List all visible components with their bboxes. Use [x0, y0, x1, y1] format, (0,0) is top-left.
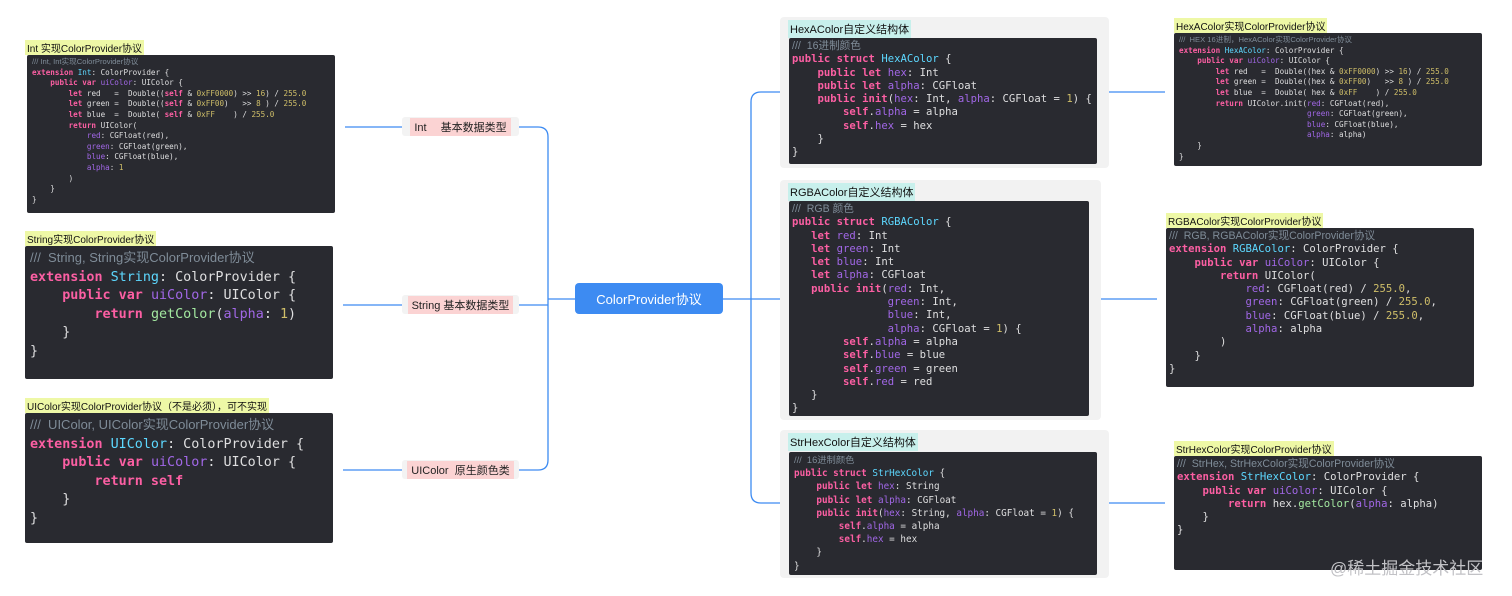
struct-rgba-title: RGBAColor自定义结构体	[788, 183, 916, 201]
code-card-uicolor: /// UIColor, UIColor实现ColorProvider协议 ex…	[25, 413, 333, 543]
code-line: /// RGB 颜色	[792, 203, 854, 215]
code-line: /// HEX 16进制，HexAColor实现ColorProvider协议	[1179, 35, 1353, 44]
code-struct-rgba: /// RGB 颜色 public struct RGBAColor { let…	[789, 201, 1089, 416]
struct-strhex-title: StrHexColor自定义结构体	[788, 433, 918, 451]
struct-hexa-title: HexAColor自定义结构体	[788, 20, 912, 38]
code-line: /// StrHex, StrHexColor实现ColorProvider协议	[1177, 458, 1395, 470]
struct-hexa[interactable]: HexAColor自定义结构体 /// 16进制颜色 public struct…	[780, 17, 1109, 168]
code-line: /// UIColor, UIColor实现ColorProvider协议	[30, 417, 275, 432]
code-struct-strhex: /// 16进制颜色 public struct StrHexColor { p…	[789, 452, 1097, 575]
code-card-strhex: /// StrHex, StrHexColor实现ColorProvider协议…	[1174, 456, 1482, 570]
struct-strhex[interactable]: StrHexColor自定义结构体 /// 16进制颜色 public stru…	[780, 430, 1109, 578]
card-title-uicolor: UIColor实现ColorProvider协议（不是必须），可不实现	[25, 398, 270, 413]
branch-uicolor[interactable]: UIColor 原生颜色类	[402, 460, 519, 479]
code-line: /// 16进制颜色	[794, 455, 855, 465]
code-line: /// 16进制颜色	[792, 40, 861, 52]
branch-string[interactable]: String 基本数据类型	[402, 295, 519, 314]
card-title-int: Int 实现ColorProvider协议	[25, 40, 145, 55]
code-struct-hexa: /// 16进制颜色 public struct HexAColor { pub…	[789, 38, 1097, 164]
branch-int[interactable]: Int 基本数据类型	[402, 117, 519, 136]
card-title-string: String实现ColorProvider协议	[25, 231, 157, 246]
connector-left-trunk	[519, 126, 549, 471]
card-title-hexa: HexAColor实现ColorProvider协议	[1174, 18, 1328, 33]
center-node-label: ColorProvider协议	[596, 292, 702, 307]
code-card-hexa: /// HEX 16进制，HexAColor实现ColorProvider协议 …	[1174, 33, 1482, 166]
code-card-rgba: /// RGB, RGBAColor实现ColorProvider协议 exte…	[1166, 228, 1474, 387]
watermark: @稀土掘金技术社区	[1330, 559, 1484, 578]
code-line: /// String, String实现ColorProvider协议	[30, 250, 255, 265]
branch-string-label: String 基本数据类型	[407, 295, 514, 314]
branch-uicolor-label: UIColor 原生颜色类	[407, 460, 514, 479]
connector-right-trunk	[750, 91, 780, 504]
struct-rgba[interactable]: RGBAColor自定义结构体 /// RGB 颜色 public struct…	[780, 180, 1101, 420]
card-title-strhex: StrHexColor实现ColorProvider协议	[1174, 441, 1334, 456]
code-card-int: /// Int, Int实现ColorProvider协议 extension …	[27, 55, 335, 213]
card-title-rgba: RGBAColor实现ColorProvider协议	[1166, 213, 1324, 228]
code-card-string: /// String, String实现ColorProvider协议 exte…	[25, 246, 333, 379]
code-line: /// Int, Int实现ColorProvider协议	[32, 57, 139, 66]
center-node[interactable]: ColorProvider协议	[575, 283, 723, 314]
branch-int-label: Int 基本数据类型	[410, 117, 511, 136]
code-line: /// RGB, RGBAColor实现ColorProvider协议	[1169, 230, 1376, 242]
